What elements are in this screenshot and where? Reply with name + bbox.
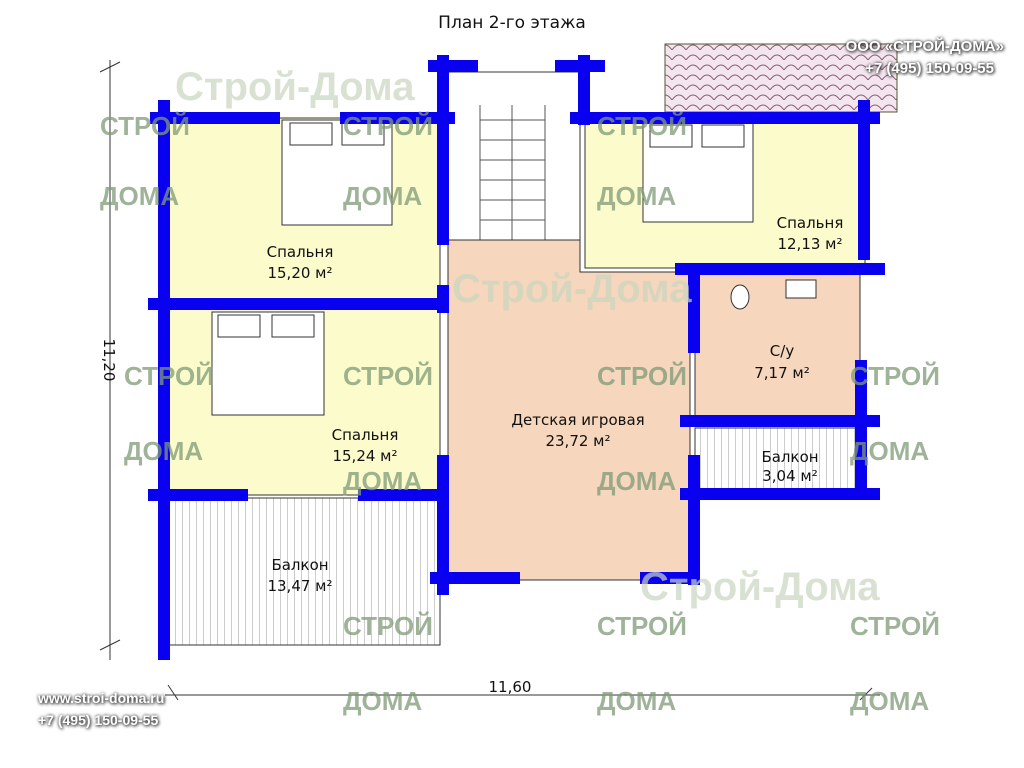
dimension-width: 11,60: [489, 678, 532, 696]
page-title: План 2-го этажа: [438, 13, 586, 33]
room-name: Спальня: [777, 214, 844, 232]
stairwell: [447, 71, 581, 268]
svg-text:ДОМА: ДОМА: [597, 466, 676, 496]
sink-icon: [785, 279, 817, 299]
room-labels: Спальня 15,20 м² Спальня 15,24 м² Балкон…: [267, 214, 844, 595]
svg-text:ДОМА: ДОМА: [343, 686, 422, 716]
watermarks: Строй-Дома Строй-Дома Строй-Дома СТРОЙ ДО…: [100, 65, 940, 716]
svg-text:Строй-Дома: Строй-Дома: [452, 267, 692, 311]
svg-text:Строй-Дома: Строй-Дома: [175, 65, 415, 109]
svg-text:ДОМА: ДОМА: [124, 436, 203, 466]
wc: [694, 271, 861, 421]
room-area: 12,13 м²: [777, 235, 842, 253]
footer-site[interactable]: www.stroi-doma.ru: [38, 690, 165, 706]
dimension-lines: [99, 60, 880, 701]
svg-text:ДОМА: ДОМА: [597, 686, 676, 716]
stairs: [479, 105, 546, 265]
svg-text:СТРОЙ: СТРОЙ: [124, 361, 214, 391]
svg-text:СТРОЙ: СТРОЙ: [597, 361, 687, 391]
svg-text:ДОМА: ДОМА: [850, 686, 929, 716]
svg-text:ДОМА: ДОМА: [850, 436, 929, 466]
balcony-right: [694, 427, 861, 496]
svg-text:СТРОЙ: СТРОЙ: [850, 361, 940, 391]
bed-icon: [211, 311, 325, 416]
svg-text:СТРОЙ: СТРОЙ: [100, 111, 190, 141]
room-name: Балкон: [761, 448, 818, 466]
svg-text:ДОМА: ДОМА: [343, 181, 422, 211]
footer-phone: +7 (495) 150-09-55: [38, 712, 159, 728]
toilet-icon: [730, 284, 750, 310]
room-name: Балкон: [271, 556, 328, 574]
room-area: 7,17 м²: [754, 364, 810, 382]
room-name: Детская игровая: [511, 411, 644, 429]
room-name: С/у: [770, 342, 795, 360]
room-area: 13,47 м²: [267, 577, 332, 595]
svg-text:ДОМА: ДОМА: [343, 466, 422, 496]
room-area: 15,20 м²: [267, 264, 332, 282]
svg-text:СТРОЙ: СТРОЙ: [597, 111, 687, 141]
bed-icon: [281, 119, 393, 226]
room-name: Спальня: [267, 243, 334, 261]
bed-icon: [642, 121, 754, 223]
svg-text:СТРОЙ: СТРОЙ: [597, 611, 687, 641]
room-area: 23,72 м²: [545, 432, 610, 450]
svg-text:ДОМА: ДОМА: [597, 181, 676, 211]
room-area: 3,04 м²: [762, 467, 818, 485]
svg-text:СТРОЙ: СТРОЙ: [343, 361, 433, 391]
walls: [148, 55, 885, 660]
dimension-height: 11,20: [100, 339, 118, 382]
company-phone: +7 (495) 150-09-55: [865, 60, 994, 77]
balcony-left: [164, 497, 441, 646]
svg-text:СТРОЙ: СТРОЙ: [850, 611, 940, 641]
svg-text:СТРОЙ: СТРОЙ: [343, 611, 433, 641]
company-name: ООО «СТРОЙ-ДОМА»: [845, 38, 1004, 55]
svg-text:ДОМА: ДОМА: [100, 181, 179, 211]
svg-text:СТРОЙ: СТРОЙ: [343, 111, 433, 141]
svg-text:Строй-Дома: Строй-Дома: [640, 565, 880, 609]
room-name: Спальня: [332, 426, 399, 444]
room-area: 15,24 м²: [332, 447, 397, 465]
